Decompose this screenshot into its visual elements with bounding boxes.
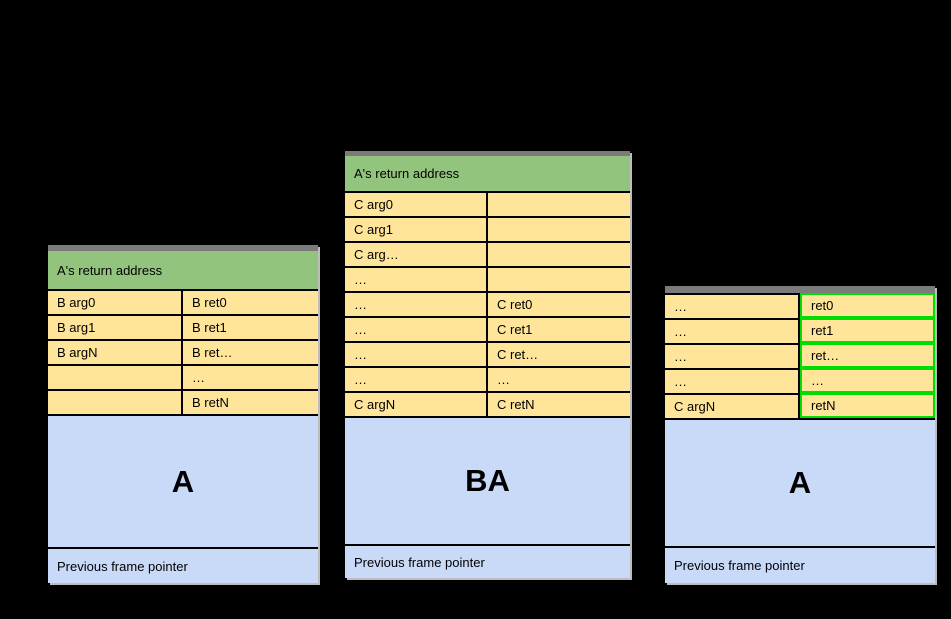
table-row: B arg1 B ret1 xyxy=(48,314,318,339)
table-row: … C ret0 xyxy=(345,291,630,316)
frame-cell: … xyxy=(665,368,800,393)
table-row: B retN xyxy=(48,389,318,414)
table-row: C arg… xyxy=(345,241,630,266)
table-row: … xyxy=(345,266,630,291)
frame-cell xyxy=(48,366,183,389)
table-row: … xyxy=(48,364,318,389)
stack-frame-left: A's return address B arg0 B ret0 B arg1 … xyxy=(48,245,318,583)
table-row: C argN retN xyxy=(665,393,935,418)
frame-cell: C arg1 xyxy=(345,218,488,241)
frame-cell: C retN xyxy=(488,393,630,416)
frame-cell: … xyxy=(345,293,488,316)
table-row: … … xyxy=(345,366,630,391)
table-row: B argN B ret… xyxy=(48,339,318,364)
table-row: … ret1 xyxy=(665,318,935,343)
table-row: … … xyxy=(665,368,935,393)
frame-cell: C argN xyxy=(345,393,488,416)
frame-cell-highlighted: ret0 xyxy=(800,293,935,318)
table-row: C argN C retN xyxy=(345,391,630,416)
frame-cell: C ret0 xyxy=(488,293,630,316)
frame-cell-highlighted: retN xyxy=(800,393,935,418)
frame-cell xyxy=(488,268,630,291)
table-row: B arg0 B ret0 xyxy=(48,289,318,314)
frame-cell: C ret1 xyxy=(488,318,630,341)
frame-cell: … xyxy=(665,293,800,318)
frame-cell: B arg0 xyxy=(48,291,183,314)
frame-cell: B arg1 xyxy=(48,316,183,339)
caller-frame-label: A xyxy=(48,414,318,547)
frame-cell: C arg… xyxy=(345,243,488,266)
frame-cell: … xyxy=(345,343,488,366)
frame-cell: B argN xyxy=(48,341,183,364)
frame-cell xyxy=(488,193,630,216)
table-row: … ret… xyxy=(665,343,935,368)
frame-cell: … xyxy=(665,318,800,343)
previous-frame-pointer-label: Previous frame pointer xyxy=(665,546,935,583)
stack-frame-middle: A's return address C arg0 C arg1 C arg… … xyxy=(345,151,630,578)
frame-cell: C argN xyxy=(665,393,800,418)
frame-cell: … xyxy=(345,368,488,391)
frame-cell: … xyxy=(665,343,800,368)
table-row: C arg0 xyxy=(345,191,630,216)
frame-top-border-bar xyxy=(345,151,630,156)
frame-cell xyxy=(488,243,630,266)
table-row: … C ret1 xyxy=(345,316,630,341)
previous-frame-pointer-label: Previous frame pointer xyxy=(48,547,318,583)
caller-frame-label: BA xyxy=(345,416,630,544)
stack-frame-right: … ret0 … ret1 … ret… … … C argN retN A P… xyxy=(665,286,935,583)
table-row: … ret0 xyxy=(665,293,935,318)
frame-cell: B ret0 xyxy=(183,291,318,314)
frame-cell-highlighted: … xyxy=(800,368,935,393)
frame-cell-highlighted: ret… xyxy=(800,343,935,368)
caller-frame-label: A xyxy=(665,418,935,546)
return-address-header: A's return address xyxy=(48,251,318,289)
frame-cell: … xyxy=(488,368,630,391)
frame-cell: C arg0 xyxy=(345,193,488,216)
table-row: C arg1 xyxy=(345,216,630,241)
return-address-header: A's return address xyxy=(345,156,630,191)
frame-top-border-bar xyxy=(48,245,318,251)
frame-cell: … xyxy=(183,366,318,389)
previous-frame-pointer-label: Previous frame pointer xyxy=(345,544,630,578)
frame-cell-highlighted: ret1 xyxy=(800,318,935,343)
frame-cell: B ret… xyxy=(183,341,318,364)
frame-cell: … xyxy=(345,268,488,291)
table-row: … C ret… xyxy=(345,341,630,366)
frame-cell: C ret… xyxy=(488,343,630,366)
frame-cell: B ret1 xyxy=(183,316,318,339)
frame-cell xyxy=(488,218,630,241)
frame-cell: B retN xyxy=(183,391,318,414)
frame-cell xyxy=(48,391,183,414)
frame-top-border-bar xyxy=(665,286,935,293)
frame-cell: … xyxy=(345,318,488,341)
